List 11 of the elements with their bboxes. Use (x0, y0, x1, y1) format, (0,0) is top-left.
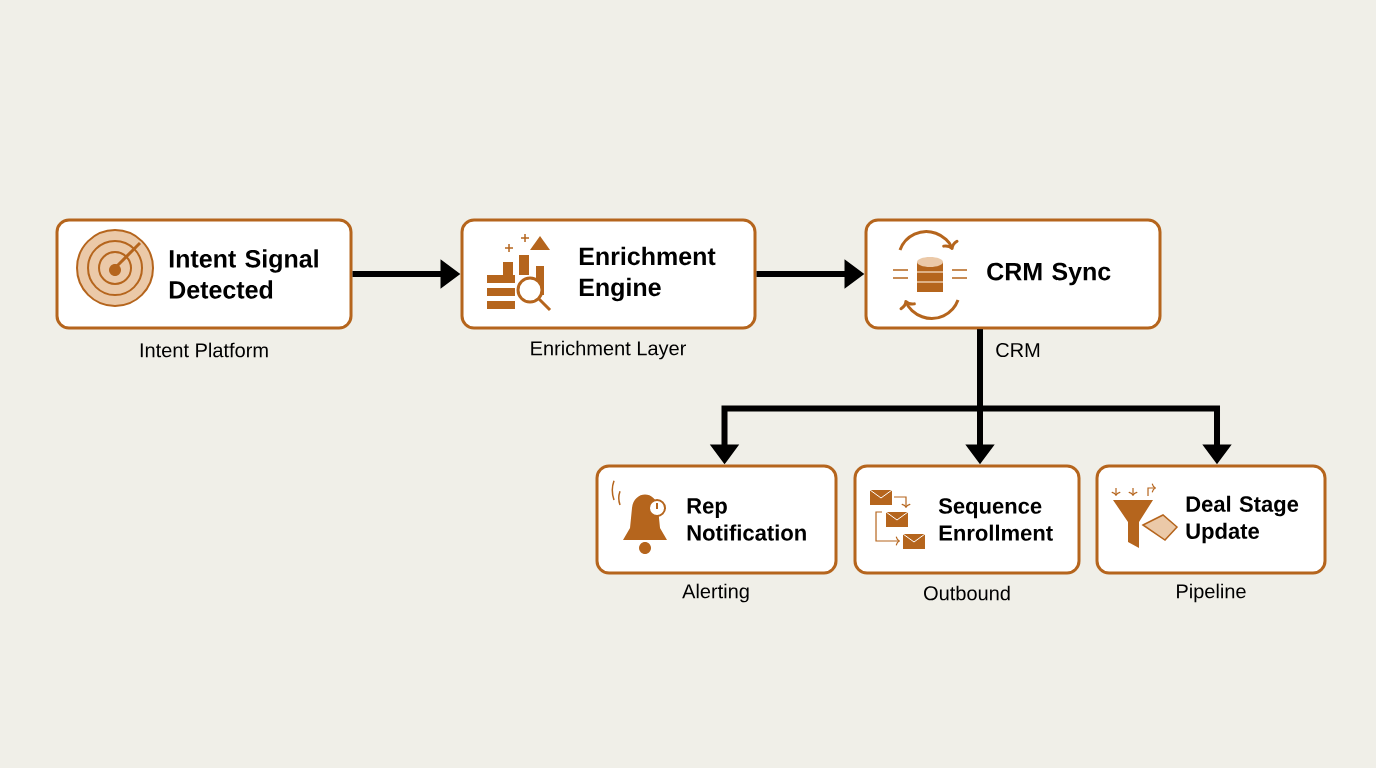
node-label: CRM (996, 342, 1040, 358)
process-box: Deal Stage Update (1095, 464, 1327, 575)
node-label: Enrichment Layer (531, 340, 686, 360)
process-box: Rep Notification (595, 464, 838, 575)
process-box: Sequence Enrollment (853, 464, 1081, 575)
process-box: CRM Sync (864, 218, 1162, 330)
process-box: Enrichment Engine (460, 218, 757, 330)
node-label: Pipeline (1177, 583, 1246, 603)
node-label: Alerting (682, 583, 749, 603)
node-label: Outbound (924, 585, 1010, 601)
node-label: Intent Platform (140, 342, 268, 358)
